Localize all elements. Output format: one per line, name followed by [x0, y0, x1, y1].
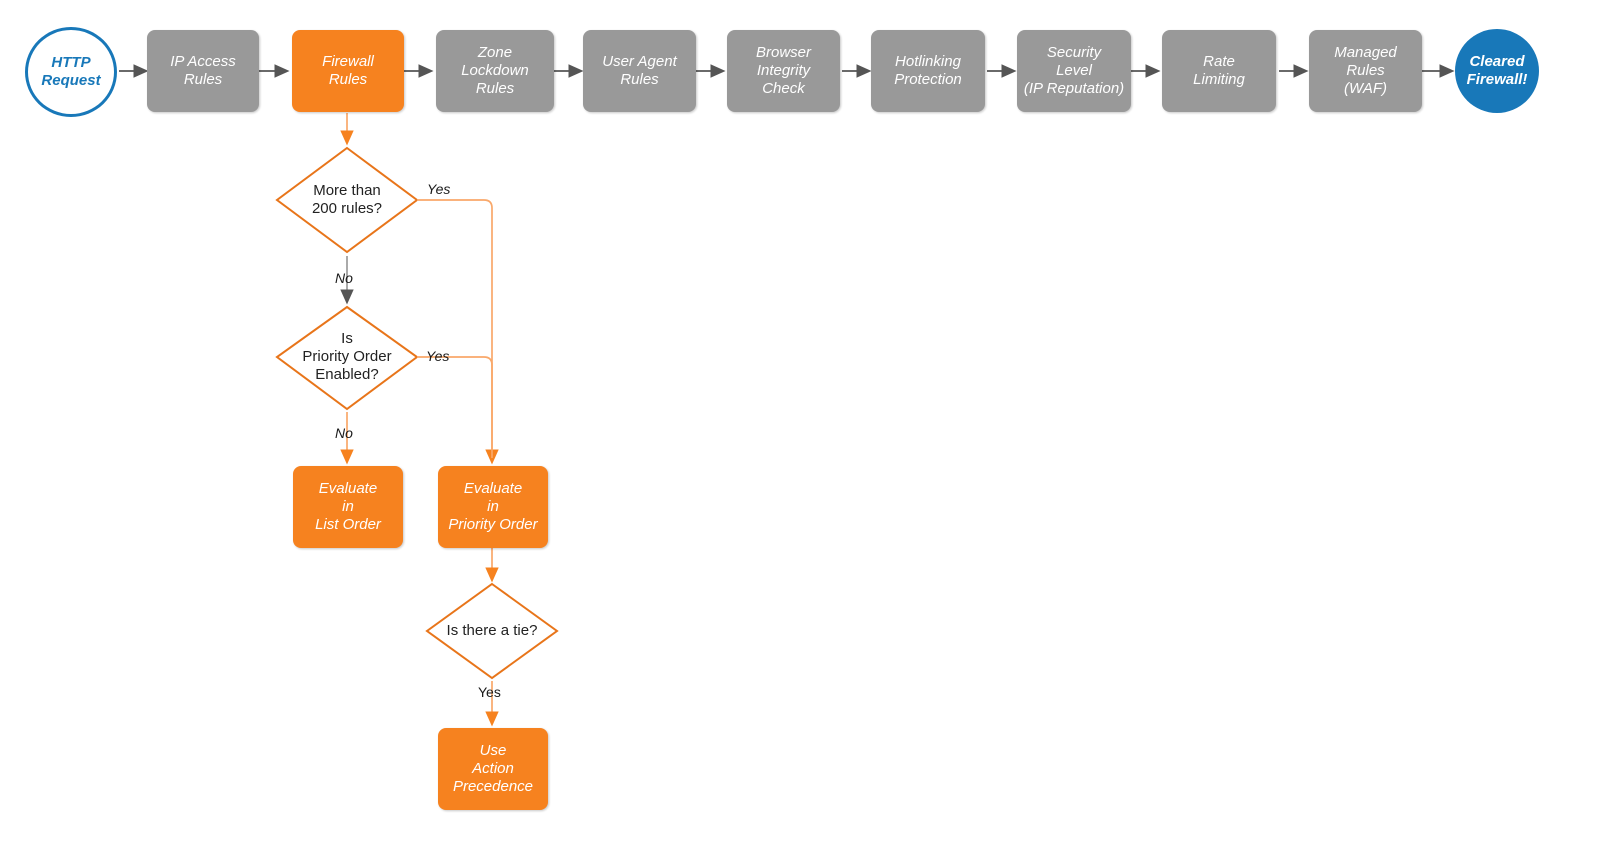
- node-evaluate-in-list-order[interactable]: Evaluate in List Order: [293, 466, 403, 548]
- edge-200rules-yes: [417, 199, 499, 465]
- edge-label-no-more-than-200: No: [335, 270, 353, 286]
- node-hotlinking-protection-label: Hotlinking Protection: [894, 52, 962, 88]
- node-browser-integrity-check[interactable]: Browser Integrity Check: [727, 30, 840, 112]
- decision-more-than-200-rules-label: More than 200 rules?: [311, 181, 383, 217]
- edge-label-yes-priority-order: Yes: [426, 348, 450, 364]
- node-firewall-rules-label: Firewall Rules: [322, 52, 374, 88]
- node-use-action-precedence-label: Use Action Precedence: [452, 741, 534, 796]
- decision-is-priority-order-enabled[interactable]: Is Priority Order Enabled?: [272, 325, 422, 389]
- terminator-cleared-firewall[interactable]: Cleared Firewall!: [1455, 29, 1539, 113]
- node-user-agent-rules-label: User Agent Rules: [602, 52, 677, 88]
- node-firewall-rules[interactable]: Firewall Rules: [292, 30, 404, 112]
- node-user-agent-rules[interactable]: User Agent Rules: [583, 30, 696, 112]
- edge-label-no-priority-order: No: [335, 425, 353, 441]
- node-rate-limiting-label: Rate Limiting: [1193, 52, 1245, 88]
- node-managed-rules-waf-label: Managed Rules (WAF): [1334, 43, 1397, 98]
- node-zone-lockdown-rules[interactable]: Zone Lockdown Rules: [436, 30, 554, 112]
- terminator-http-request-label: HTTP Request: [41, 53, 101, 89]
- node-hotlinking-protection[interactable]: Hotlinking Protection: [871, 30, 985, 112]
- node-managed-rules-waf[interactable]: Managed Rules (WAF): [1309, 30, 1422, 112]
- terminator-http-request[interactable]: HTTP Request: [25, 27, 117, 117]
- node-evaluate-in-priority-order[interactable]: Evaluate in Priority Order: [438, 466, 548, 548]
- decision-is-there-a-tie[interactable]: Is there a tie?: [422, 616, 562, 646]
- edge-priority-yes: [417, 356, 493, 458]
- node-ip-access-rules[interactable]: IP Access Rules: [147, 30, 259, 112]
- decision-more-than-200-rules[interactable]: More than 200 rules?: [277, 170, 417, 230]
- decision-is-priority-order-enabled-label: Is Priority Order Enabled?: [302, 329, 392, 384]
- node-browser-integrity-check-label: Browser Integrity Check: [755, 43, 811, 98]
- node-rate-limiting[interactable]: Rate Limiting: [1162, 30, 1276, 112]
- node-use-action-precedence[interactable]: Use Action Precedence: [438, 728, 548, 810]
- node-evaluate-in-priority-order-label: Evaluate in Priority Order: [448, 479, 538, 534]
- decision-is-there-a-tie-label: Is there a tie?: [446, 621, 538, 639]
- node-ip-access-rules-label: IP Access Rules: [170, 52, 236, 88]
- node-security-level[interactable]: Security Level (IP Reputation): [1017, 30, 1131, 112]
- terminator-cleared-firewall-label: Cleared Firewall!: [1466, 52, 1528, 88]
- node-zone-lockdown-rules-label: Zone Lockdown Rules: [461, 43, 529, 98]
- edge-label-yes-more-than-200: Yes: [427, 181, 451, 197]
- edge-label-yes-tie: Yes: [478, 684, 501, 700]
- node-evaluate-in-list-order-label: Evaluate in List Order: [315, 479, 381, 534]
- node-security-level-label: Security Level (IP Reputation): [1023, 43, 1125, 98]
